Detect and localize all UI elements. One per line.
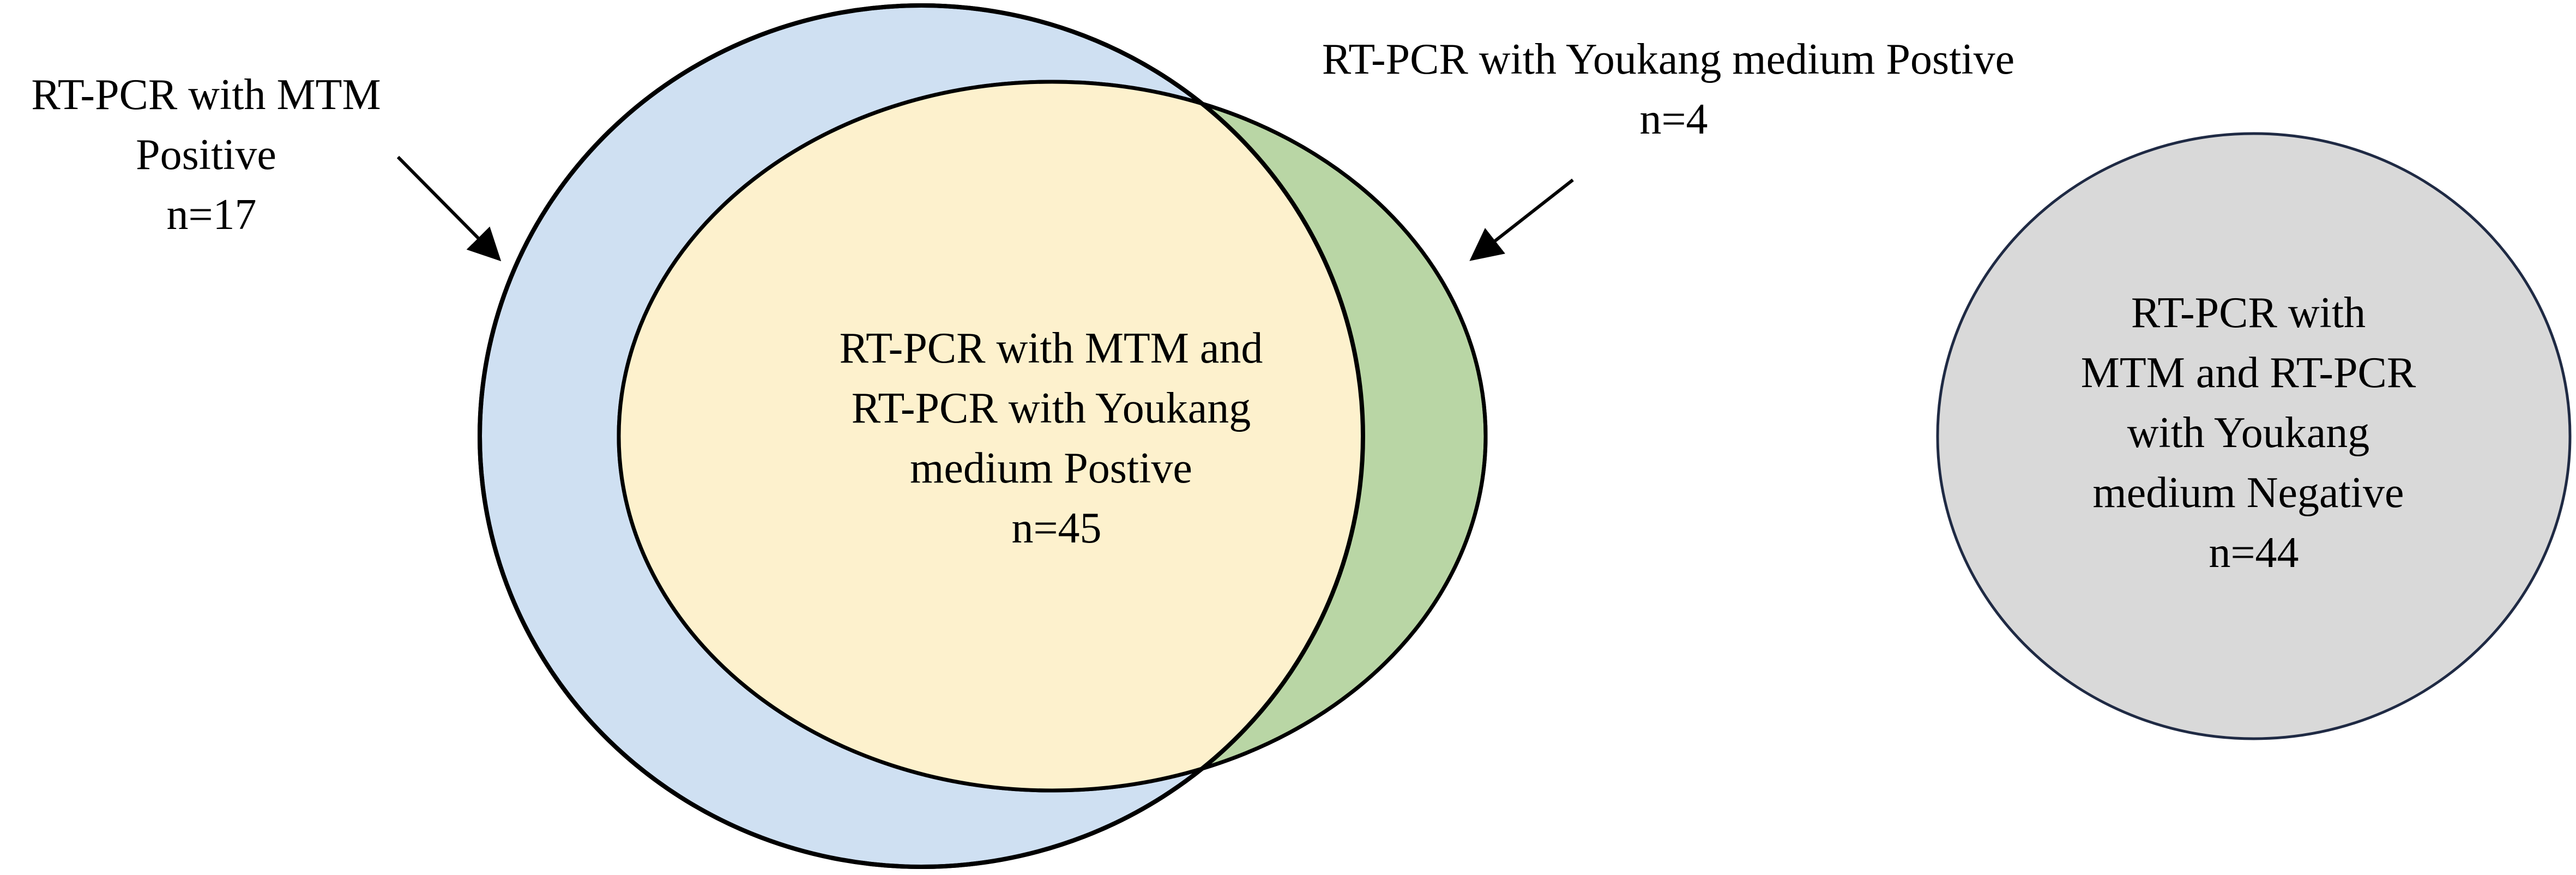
- youkang-only-label: RT-PCR with Youkang medium Postive n=4: [1322, 35, 2025, 143]
- youkang-arrow: [1469, 178, 1574, 261]
- both-positive-label-line: medium Postive: [910, 444, 1192, 492]
- both-negative-label-line: MTM and RT-PCR: [2081, 349, 2416, 397]
- youkang-only-label-line: RT-PCR with Youkang medium Postive: [1322, 35, 2014, 83]
- both-positive-label: RT-PCR with MTM and RT-PCR with Youkang …: [840, 324, 1274, 552]
- both-negative-label-line: with Youkang: [2127, 409, 2370, 457]
- both-positive-count: n=45: [1011, 504, 1101, 552]
- both-positive-label-line: RT-PCR with MTM and: [840, 324, 1263, 372]
- negative-circle: [1936, 132, 2572, 740]
- both-negative-label: RT-PCR with MTM and RT-PCR with Youkang …: [2081, 289, 2427, 577]
- both-positive-label-line: RT-PCR with Youkang: [852, 384, 1251, 432]
- mtm-only-label-line: Positive: [136, 131, 276, 179]
- mtm-only-label: RT-PCR with MTM Positive n=17: [31, 71, 391, 239]
- youkang-only-count: n=4: [1639, 95, 1708, 143]
- mtm-only-label-line: RT-PCR with MTM: [31, 71, 381, 119]
- mtm-arrow: [396, 155, 502, 262]
- mtm-only-count: n=17: [166, 191, 256, 239]
- youkang-circle-outline: [617, 80, 1488, 793]
- both-negative-label-line: medium Negative: [2093, 469, 2404, 517]
- both-negative-count: n=44: [2209, 529, 2299, 577]
- both-negative-label-line: RT-PCR with: [2131, 289, 2366, 337]
- mtm-circle-outline: [478, 3, 1365, 869]
